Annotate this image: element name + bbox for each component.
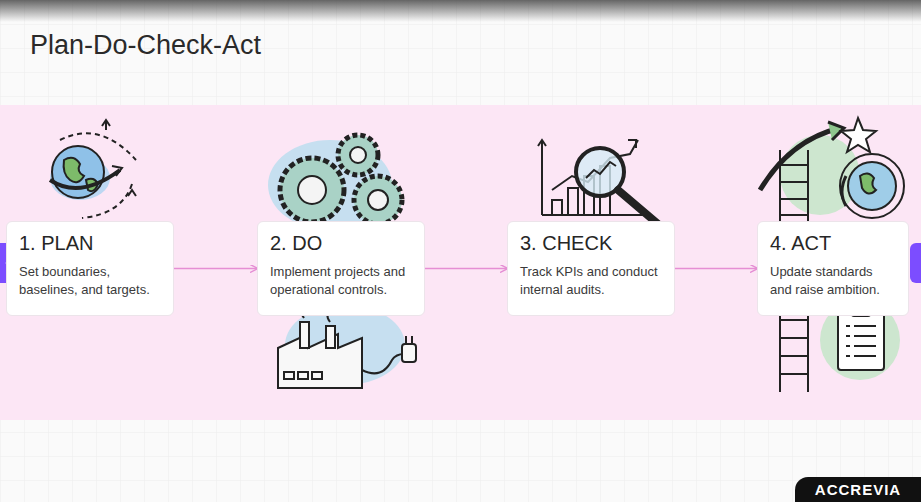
step-description: Track KPIs and conduct internal audits. (520, 263, 662, 299)
step-description: Implement projects and operational contr… (270, 263, 412, 299)
nav-tab (910, 243, 921, 283)
gears-icon (268, 135, 402, 230)
step-description: Set boundaries, baselines, and targets. (19, 263, 161, 299)
step-heading: 4. ACT (770, 232, 896, 255)
watermark-text: ACCREVIA (815, 481, 901, 498)
flow-arrow (174, 268, 257, 270)
flow-arrow (425, 268, 507, 270)
step-card: 2. DO Implement projects and operational … (257, 221, 425, 316)
step-description: Update standards and raise ambition. (770, 263, 896, 299)
step-heading: 1. PLAN (19, 232, 161, 255)
flow-arrow (675, 268, 757, 270)
globe-icon (50, 120, 136, 218)
diagram-title: Plan-Do-Check-Act (30, 30, 261, 61)
step-card: 3. CHECK Track KPIs and conduct internal … (507, 221, 675, 316)
step-heading: 3. CHECK (520, 232, 662, 255)
step-heading: 2. DO (270, 232, 412, 255)
step-card: 4. ACT Update standards and raise ambitio… (757, 221, 909, 316)
brand-watermark: ACCREVIA (795, 477, 921, 502)
step-card: 1. PLAN Set boundaries, baselines, and ta… (6, 221, 174, 316)
chart-magnifier-icon (538, 140, 658, 224)
